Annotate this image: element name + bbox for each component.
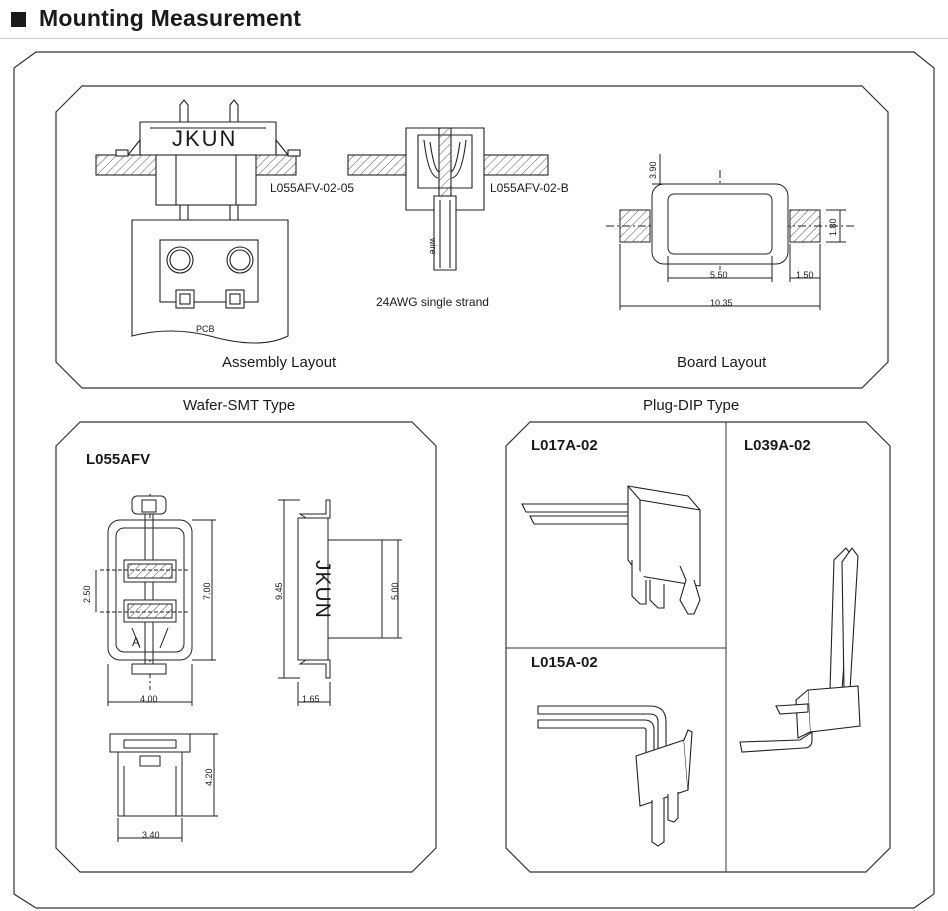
board-hatch-mid-right bbox=[477, 154, 549, 176]
wafer-brand-text: JKUN bbox=[311, 560, 334, 619]
wafer-panel bbox=[55, 421, 437, 873]
model-l017a: L017A-02 bbox=[531, 437, 598, 454]
plug-panel bbox=[505, 421, 891, 873]
wire-connector-drawing bbox=[347, 127, 549, 271]
model-l039a: L039A-02 bbox=[744, 437, 811, 454]
wafer-top-view: A bbox=[95, 494, 216, 706]
assembly-caption: Assembly Layout bbox=[222, 354, 337, 371]
dim-bottom-w: 3.40 bbox=[142, 830, 160, 840]
dim-tab: 1.65 bbox=[302, 694, 320, 704]
board-hatch-mid-left bbox=[347, 154, 411, 176]
part-label-a: L055AFV-02-05 bbox=[270, 181, 355, 195]
dim-board-h: 3.90 bbox=[648, 161, 658, 179]
dim-total-w: 10.35 bbox=[710, 298, 733, 308]
dim-bottom-h: 4.20 bbox=[204, 768, 214, 786]
model-l015a: L015A-02 bbox=[531, 654, 598, 671]
assembly-connector-drawing bbox=[95, 99, 301, 344]
pad-left bbox=[619, 209, 651, 243]
dim-width: 4.00 bbox=[140, 694, 158, 704]
board-layout-drawing bbox=[606, 154, 856, 310]
part-label-b: L055AFV-02-B bbox=[490, 181, 569, 195]
wire-note-label: 24AWG single strand bbox=[376, 295, 489, 309]
l015a-02-drawing bbox=[537, 705, 693, 847]
wafer-section-title: Wafer-SMT Type bbox=[183, 397, 296, 414]
dim-depth: 5.00 bbox=[390, 582, 400, 600]
outer-frame bbox=[13, 51, 935, 909]
svg-text:A: A bbox=[132, 635, 140, 649]
pad-right bbox=[789, 209, 821, 243]
wire-tag-label: wire bbox=[428, 238, 438, 255]
plug-section-title: Plug-DIP Type bbox=[643, 397, 740, 414]
footprint-outline bbox=[651, 183, 789, 265]
pcb-label: PCB bbox=[196, 324, 215, 334]
header-divider bbox=[0, 38, 948, 39]
wafer-side-view bbox=[278, 499, 402, 706]
page-header: Mounting Measurement bbox=[0, 0, 948, 42]
dim-height: 7.00 bbox=[202, 582, 212, 600]
wafer-model-label: L055AFV bbox=[86, 451, 151, 468]
dim-inner-w: 5.50 bbox=[710, 270, 728, 280]
bullet-square-icon bbox=[11, 12, 26, 27]
l039a-02-drawing bbox=[739, 547, 861, 753]
wafer-bottom-view bbox=[109, 733, 218, 842]
l017a-02-drawing bbox=[521, 485, 701, 615]
page-title: Mounting Measurement bbox=[39, 5, 302, 31]
assembly-panel bbox=[55, 85, 889, 389]
dim-pad-w: 1.50 bbox=[796, 270, 814, 280]
dim-pad-h: 1.80 bbox=[828, 218, 838, 236]
assembly-brand-label: JKUN bbox=[172, 126, 238, 151]
dim-pitch: 2.50 bbox=[82, 585, 92, 603]
dim-body-h: 9.45 bbox=[274, 582, 284, 600]
board-caption: Board Layout bbox=[677, 354, 767, 371]
footprint-inner bbox=[667, 193, 773, 255]
